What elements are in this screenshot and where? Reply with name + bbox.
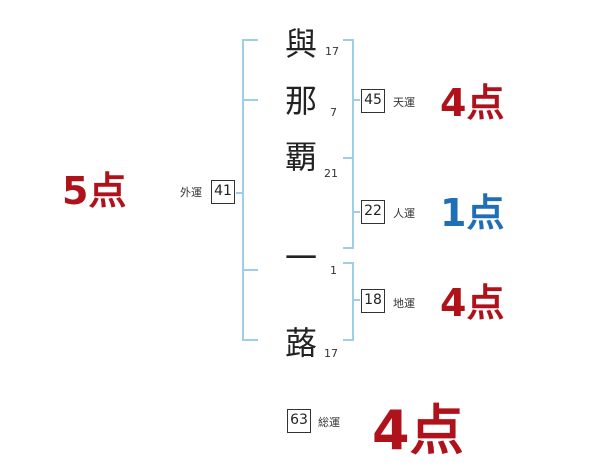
stroke-count-3: 21 <box>324 167 338 180</box>
chikaku-score: 4点 <box>440 281 505 325</box>
soukaku-label: 総運 <box>318 416 340 429</box>
chikaku-bracket <box>343 262 354 341</box>
name-char-4: 一 <box>284 239 317 277</box>
name-char-2: 那 <box>284 82 317 120</box>
gaikaku-label: 外運 <box>180 186 202 199</box>
jinkaku-label: 人運 <box>393 207 415 220</box>
chikaku-label: 地運 <box>393 297 415 310</box>
name-char-3: 覇 <box>284 138 317 176</box>
stroke-count-2: 7 <box>330 106 337 119</box>
tenkaku-score: 4点 <box>440 81 505 125</box>
name-char-5: 蕗 <box>284 324 317 362</box>
name-char-1: 與 <box>284 25 317 63</box>
jinkaku-bracket <box>343 157 354 249</box>
stroke-count-5: 17 <box>324 347 338 360</box>
gaikaku-score: 5点 <box>62 169 127 213</box>
chikaku-value-box: 18 <box>361 289 385 313</box>
soukaku-score: 4点 <box>372 399 464 462</box>
jinkaku-value-box: 22 <box>361 200 385 224</box>
tenkaku-value-box: 45 <box>361 89 385 113</box>
stroke-count-1: 17 <box>325 45 339 58</box>
soukaku-value-box: 63 <box>287 409 311 433</box>
jinkaku-score: 1点 <box>440 191 505 235</box>
stroke-count-4: 1 <box>330 264 337 277</box>
gaikaku-value-box: 41 <box>211 180 235 204</box>
tenkaku-bracket <box>343 39 354 159</box>
tenkaku-label: 天運 <box>393 96 415 109</box>
outer-bracket <box>242 39 258 341</box>
